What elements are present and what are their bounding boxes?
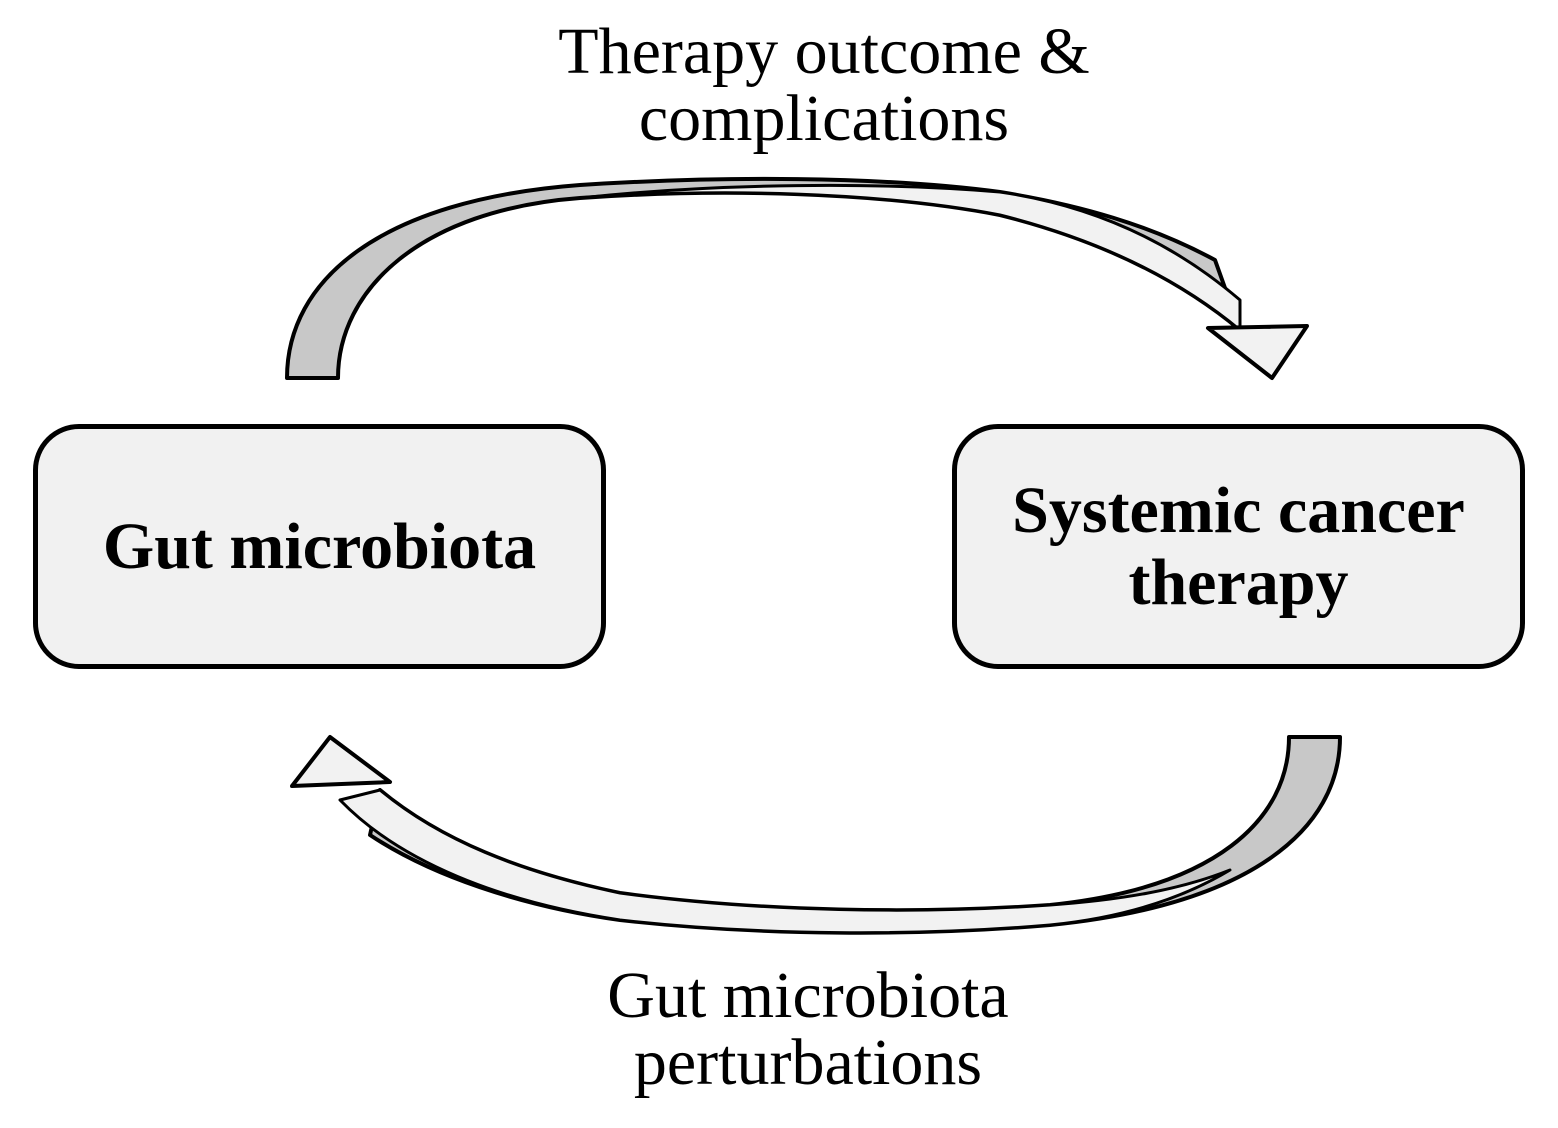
top-arrow-label: Therapy outcome & complications [424, 18, 1224, 153]
systemic-cancer-therapy-node: Systemic cancer therapy [952, 424, 1525, 669]
bottom-arrow-label-line2: perturbations [633, 1026, 983, 1100]
systemic-cancer-therapy-node-label-line1: Systemic cancer [1012, 474, 1465, 548]
bottom-arrow-label: Gut microbiota perturbations [408, 962, 1208, 1097]
top-arrow-label-line1: Therapy outcome & [558, 15, 1090, 88]
gut-microbiota-node: Gut microbiota [33, 424, 606, 669]
gut-microbiota-node-label: Gut microbiota [102, 509, 537, 583]
bottom-arrow-shaft-head [338, 788, 1232, 935]
top-arrow-shaft-head [578, 183, 1242, 332]
top-arrowhead [1206, 324, 1309, 380]
top-arrow-shaft-tail [285, 176, 1242, 380]
bottom-arrow-shaft-tail [368, 735, 1342, 935]
bottom-arrowhead [290, 735, 392, 788]
bottom-arrow-label-line1: Gut microbiota [607, 959, 1009, 1032]
top-curved-arrow [285, 176, 1309, 380]
bottom-curved-arrow [290, 735, 1342, 935]
top-arrow-label-line2: complications [638, 82, 1010, 156]
systemic-cancer-therapy-node-label-line2: therapy [1128, 545, 1349, 619]
